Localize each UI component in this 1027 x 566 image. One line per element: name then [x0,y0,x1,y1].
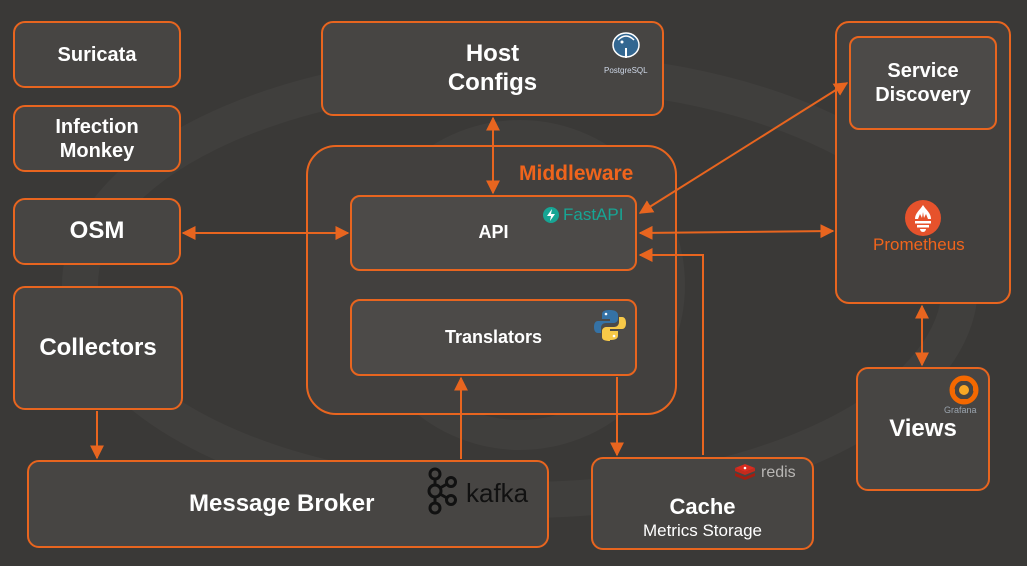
message-broker-label: Message Broker [189,489,375,517]
fastapi-icon [543,207,559,223]
postgresql-icon [612,32,640,58]
host-configs-label: Host Configs [447,39,538,96]
api-label: API [478,222,509,243]
grafana-label: Grafana [944,405,977,415]
cache-label-wrap: Cache Metrics Storage [643,494,762,541]
prometheus-icon [905,200,941,236]
infection-monkey-label: Infection Monkey [55,115,139,162]
osm-label: OSM [69,217,125,245]
grafana-icon [949,375,979,405]
fastapi-label: FastAPI [563,205,624,224]
prometheus-label: Prometheus [873,235,965,254]
cache-label: Cache [669,494,736,520]
suricata-label: Suricata [57,43,137,66]
views-label: Views [889,414,957,442]
middleware-title: Middleware [519,162,634,185]
cache-box[interactable]: Cache Metrics Storage [591,457,814,550]
collectors-label: Collectors [39,333,157,361]
message-broker-box[interactable]: Message Broker [27,460,549,548]
collectors-box[interactable]: Collectors [13,286,183,410]
translators-label: Translators [444,326,543,347]
osm-box[interactable]: OSM [13,198,181,265]
api-box[interactable]: API [350,195,637,271]
redis-icon [735,464,755,480]
kafka-label: kafka [466,478,529,508]
service-discovery-label: Service Discovery [875,60,971,106]
host-configs-box[interactable]: Host Configs [321,21,664,116]
redis-label: redis [761,464,796,481]
translators-box[interactable]: Translators [350,299,637,376]
postgresql-label: PostgreSQL [604,66,648,75]
kafka-icon [427,467,457,515]
infection-monkey-box[interactable]: Infection Monkey [13,105,181,172]
python-icon [594,310,626,341]
cache-sub-label: Metrics Storage [642,520,763,540]
suricata-box[interactable]: Suricata [13,21,181,88]
service-discovery-box[interactable]: Service Discovery [849,36,997,130]
